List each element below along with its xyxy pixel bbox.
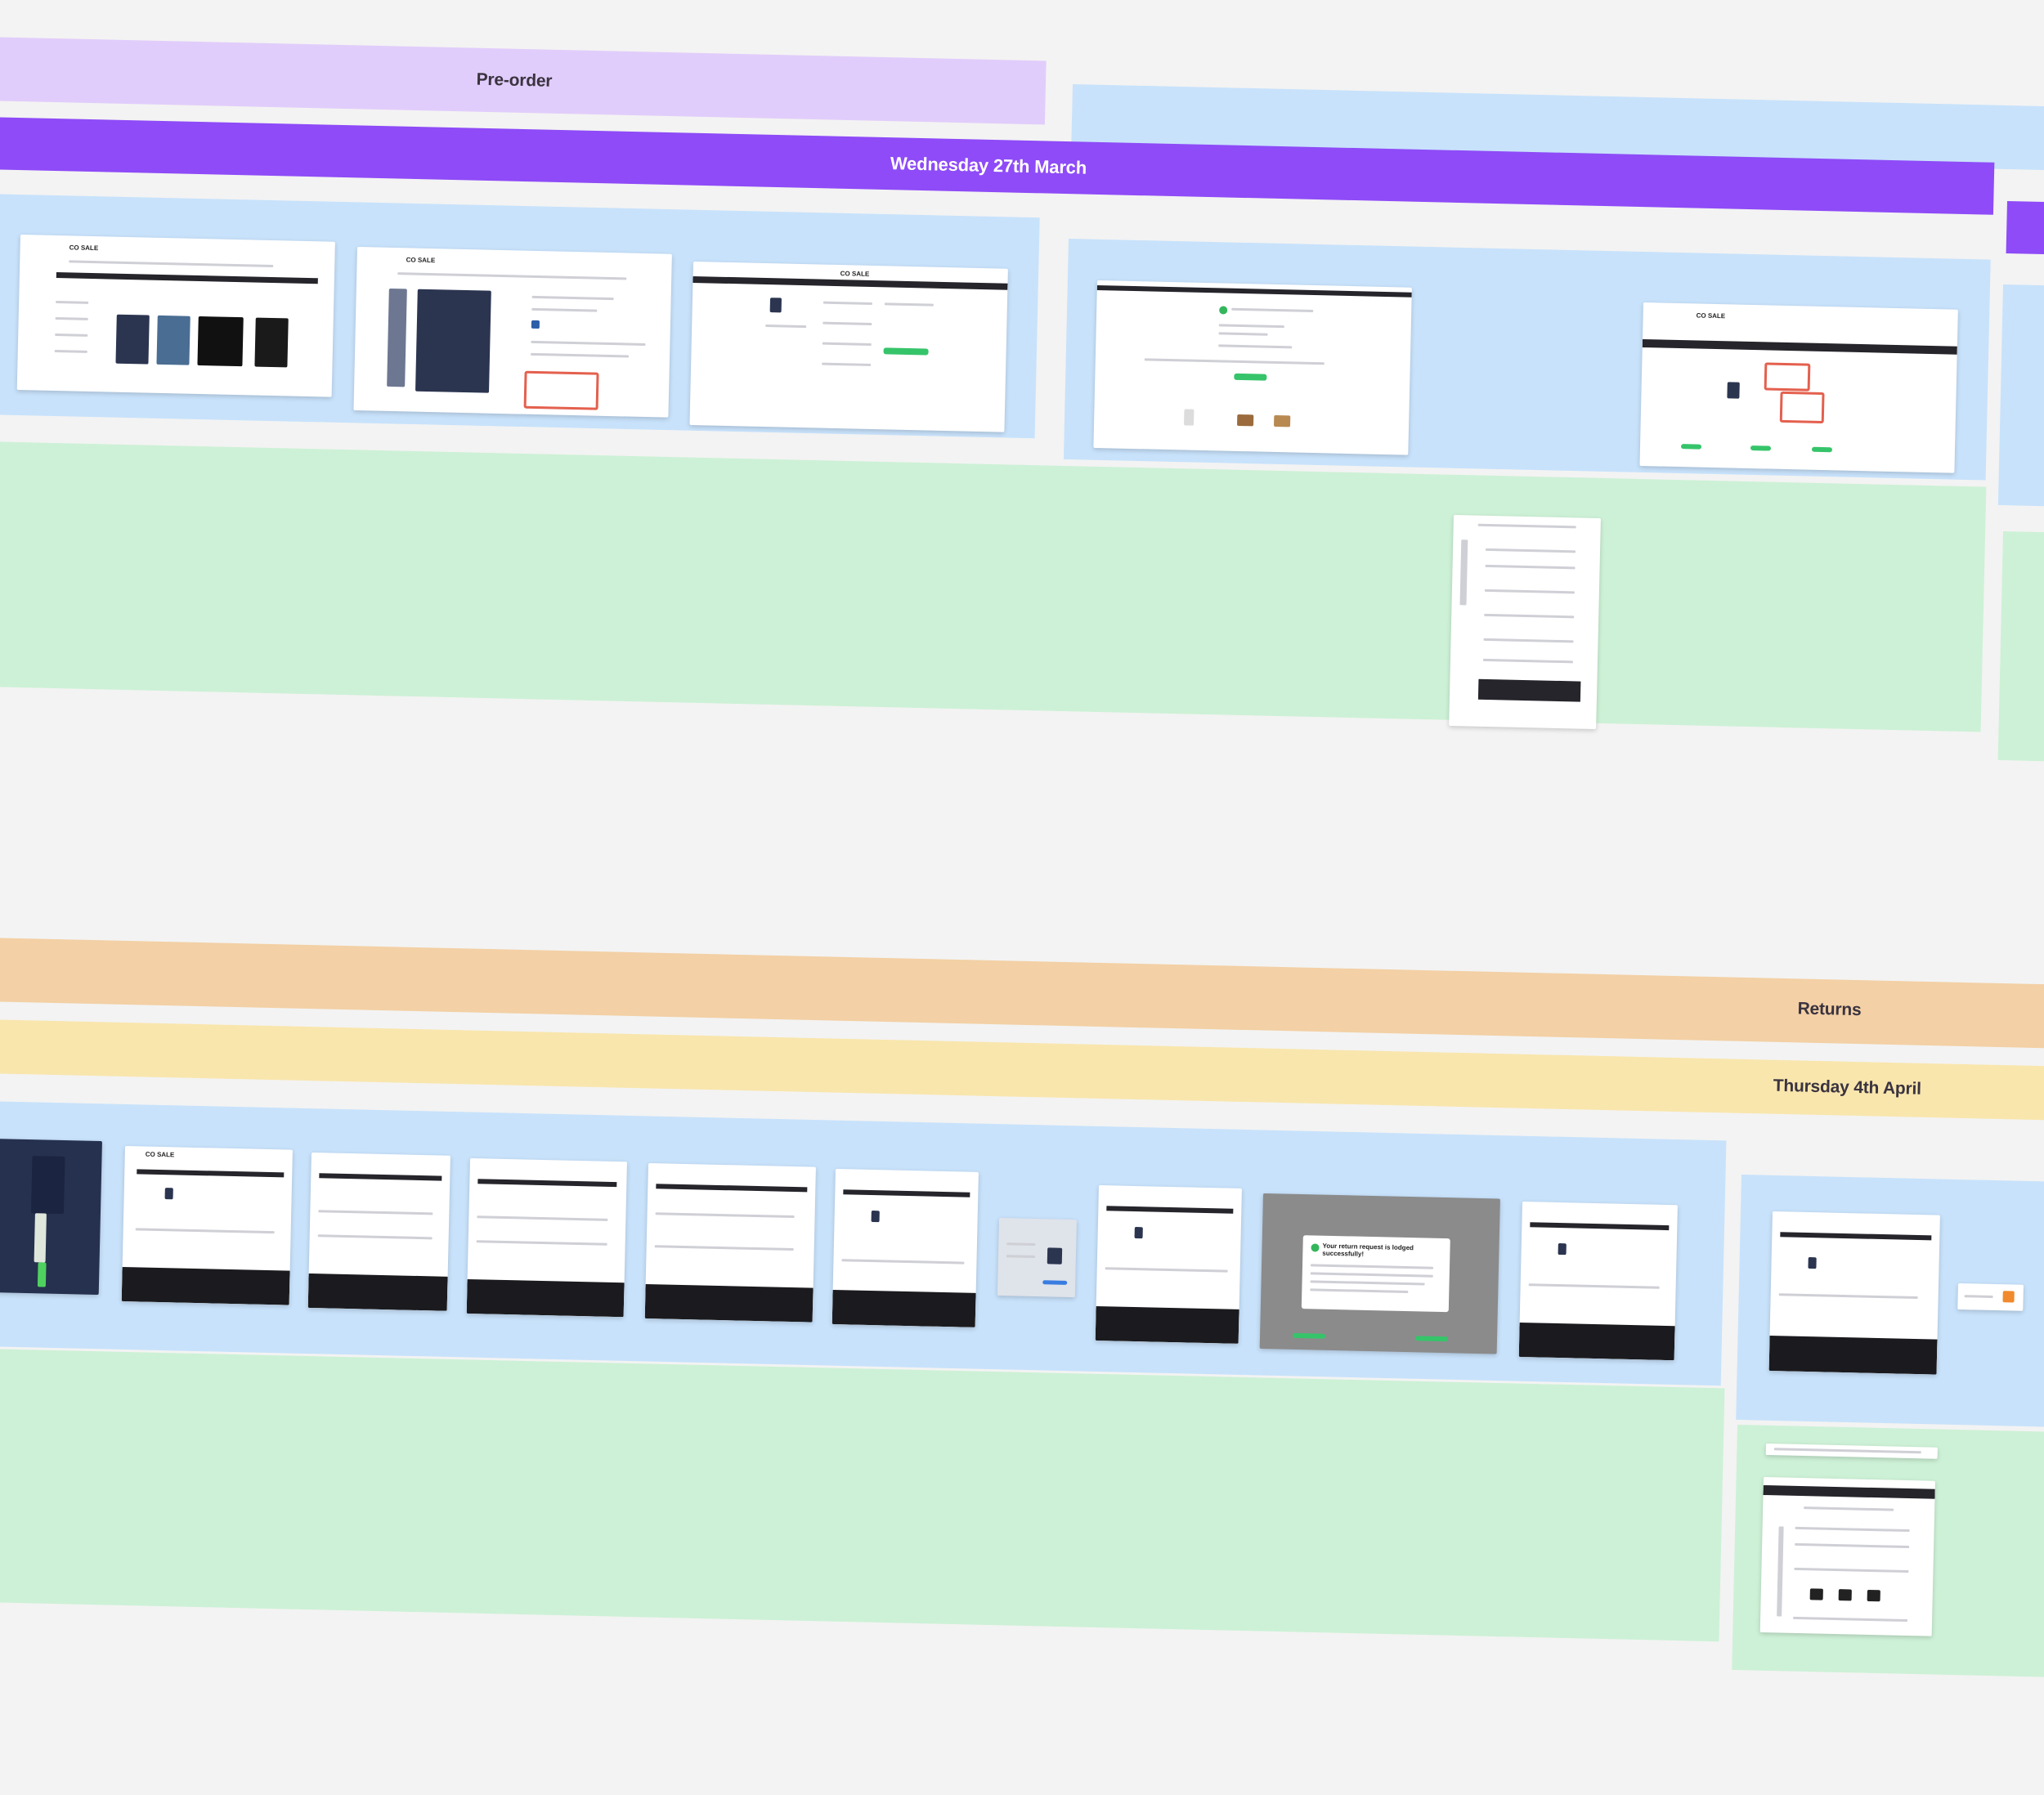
return-label-popup-screenshot[interactable] (1957, 1283, 2024, 1311)
brand-logo: CO SALE (145, 1150, 175, 1159)
pre-order-label: Pre-order (476, 69, 553, 91)
brand-logo: CO SALE (69, 244, 99, 253)
order-confirmation-email-screenshot[interactable] (1449, 515, 1601, 730)
brand-logo: CO SALE (406, 256, 436, 265)
returns-account-screenshot-7[interactable] (1518, 1202, 1678, 1361)
returns-label: Returns (1797, 999, 1862, 1020)
return-item-popup-screenshot[interactable] (997, 1218, 1077, 1298)
thursday-date-label: Thursday 4th April (1773, 1076, 1922, 1099)
pre-order-email-lane-2 (1997, 531, 2044, 763)
pre-order-date-highlight-box (1779, 391, 1825, 424)
return-instructions-email-screenshot[interactable] (1759, 1477, 1935, 1636)
order-status-highlight-box (1764, 362, 1811, 392)
pre-order-email-lane-1 (0, 441, 1987, 732)
product-detail-screenshot[interactable]: CO SALE (353, 247, 672, 418)
returns-account-screenshot-2[interactable] (307, 1153, 450, 1311)
pre-order-screens-lane-3 (1997, 284, 2044, 508)
returns-account-screenshot-3[interactable] (466, 1158, 627, 1318)
order-success-screenshot[interactable] (1093, 280, 1412, 455)
wednesday-date-band-continued (2006, 201, 2044, 256)
returns-account-screenshot-8[interactable] (1768, 1211, 1940, 1375)
pre-order-section-band: Pre-order (0, 37, 1047, 125)
wednesday-date-label: Wednesday 27th March (890, 153, 1087, 178)
pre-order-highlight-box (523, 370, 599, 410)
category-listing-screenshot[interactable]: CO SALE (16, 235, 335, 397)
returns-account-screenshot-1[interactable]: CO SALE (121, 1146, 293, 1305)
returns-account-screenshot-4[interactable] (644, 1163, 816, 1323)
product-photo-shirt[interactable] (0, 1139, 102, 1296)
return-confirmation-modal: Your return request is lodged successful… (1301, 1235, 1450, 1313)
return-request-confirmation-modal-screenshot[interactable]: Your return request is lodged successful… (1259, 1193, 1500, 1354)
brand-logo: CO SALE (840, 270, 870, 278)
checkout-screenshot[interactable]: CO SALE (689, 262, 1008, 432)
order-history-screenshot[interactable]: CO SALE (1639, 302, 1958, 473)
returns-account-screenshot-5[interactable] (831, 1169, 979, 1327)
return-confirmation-title: Your return request is lodged successful… (1322, 1242, 1414, 1258)
returns-account-screenshot-6[interactable] (1095, 1185, 1242, 1344)
brand-logo: CO SALE (1696, 311, 1726, 320)
returns-email-lane-1 (0, 1349, 1725, 1642)
